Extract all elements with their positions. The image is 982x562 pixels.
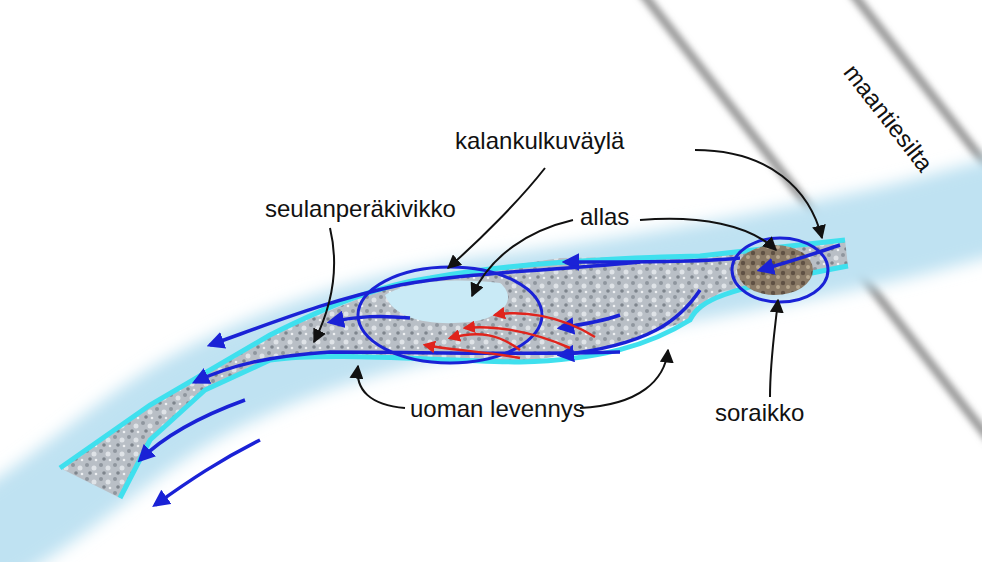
- gravel-bed: [60, 240, 848, 498]
- gravel-spot: [737, 245, 813, 295]
- flow-arrows: [140, 245, 840, 505]
- eddy-arrows: [425, 313, 595, 358]
- part-label: allas: [580, 204, 629, 230]
- bank-line: [60, 240, 845, 468]
- bank-line: [120, 266, 848, 498]
- leader-lines: [314, 150, 822, 408]
- part-label: kalankulkuväylä: [455, 128, 624, 154]
- part-label: seulanperäkivikko: [265, 196, 456, 222]
- part-label: soraikko: [715, 400, 804, 426]
- pool-ring: [732, 238, 828, 302]
- river-water: [0, 205, 982, 545]
- part-label: uoman levennys: [410, 396, 585, 422]
